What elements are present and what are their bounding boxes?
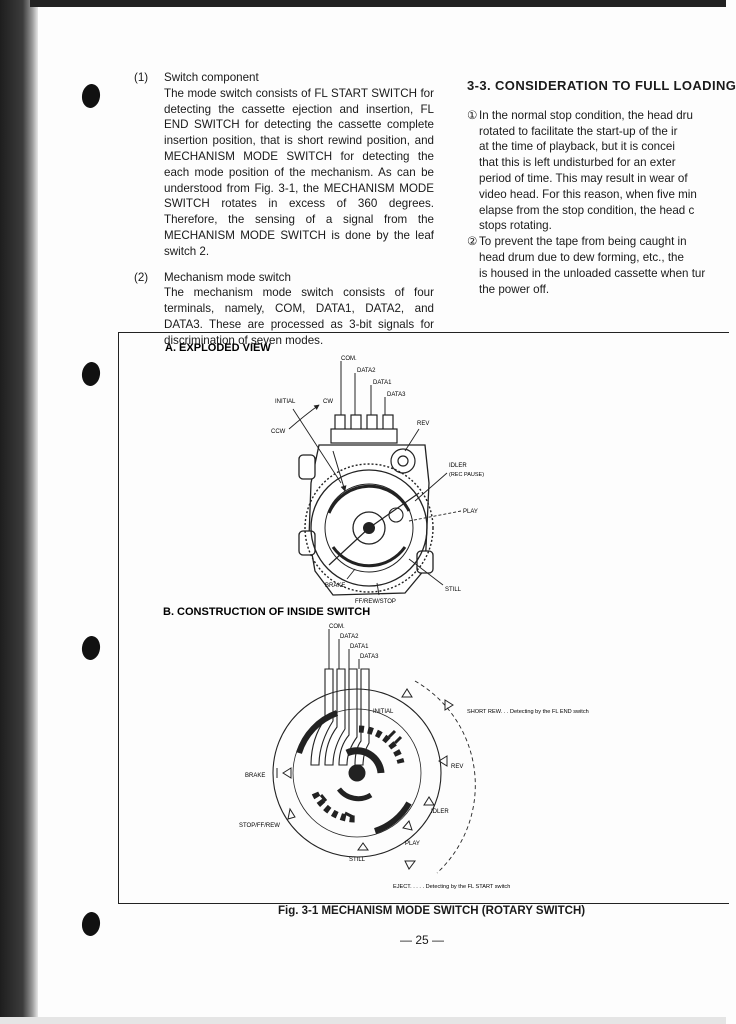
numbered-paragraph: ① In the normal stop condition, the head… [467,108,726,234]
paragraph-line: is housed in the unloaded cassette when … [479,266,706,280]
figure-caption: Fig. 3-1 MECHANISM MODE SWITCH (ROTARY S… [278,905,586,917]
label-com: COM. [341,356,357,362]
paragraph-line: In the normal stop condition, the head d… [479,108,693,122]
construction-title: B. CONSTRUCTION OF INSIDE SWITCH [163,606,370,618]
leaf-contacts [310,668,370,766]
right-text-column: 3-3. CONSIDERATION TO FULL LOADING ① In … [467,78,736,297]
scan-bottom-edge [0,1017,726,1024]
contact-lead-lines [328,629,360,669]
mechanism-mode-switch-item: (2) Mechanism mode switch The mechanism … [134,270,434,349]
terminal-lead-lines [340,361,386,415]
label-idler-b: IDLER [431,809,449,815]
item-text: Switch component The mode switch consist… [164,71,434,258]
item-number: (1) [134,71,149,84]
label-data2-b: DATA2 [340,634,359,640]
scan-top-edge [30,0,726,7]
label-rev: REV [417,421,429,427]
label-data1-b: DATA1 [350,644,369,650]
item-number: (2) [134,270,149,284]
label-brake-b: BRAKE [245,773,265,779]
left-text-column: (1) Switch component The mode switch con… [134,70,434,359]
label-data3-b: DATA3 [360,654,379,660]
figure-drawing: A. EXPLODED VIEW COM. DATA2 DATA1 DATA3 [163,342,589,890]
contact-pattern [272,688,442,858]
paragraph-line: at the time of playback, but it is conce… [479,140,675,154]
binder-hole [80,82,102,110]
label-data2: DATA2 [357,368,376,374]
binder-hole [80,910,102,938]
mode-markers [276,688,454,851]
rotary-gear [304,463,434,593]
label-com-b: COM. [329,624,345,630]
label-idler: IDLER [449,463,467,469]
label-rev-b: REV [451,764,463,770]
paragraph-line: elapse from the stop condition, the head… [479,203,695,217]
label-stop-ff-rew: STOP/FF/REW [239,823,280,829]
label-ccw: CCW [271,429,286,435]
paragraph-line: the power off. [479,282,550,296]
paragraph-marker: ② [467,235,478,249]
label-rec-pause: (REC PAUSE) [449,472,484,478]
binder-hole [80,634,102,662]
page-number: — 25 — [400,933,445,947]
paragraph-line: rotated to facilitate the start-up of th… [479,124,678,138]
figure-frame: A. EXPLODED VIEW COM. DATA2 DATA1 DATA3 [118,332,729,904]
eject-marker [404,860,416,870]
item-text: Mechanism mode switch The mechanism mode… [164,270,434,347]
paragraph-line: stops rotating. [479,219,552,233]
label-still-b: STILL [349,857,366,863]
paragraph-line: head drum due to dew forming, etc., the [479,250,684,264]
binder-hole [80,360,102,388]
terminal-pins [330,414,398,444]
numbered-paragraph: ② To prevent the tape from being caught … [467,234,726,297]
exploded-view-title: A. EXPLODED VIEW [165,342,271,354]
paragraph-line: that this is left undisturbed for an ext… [479,156,676,170]
label-initial-b: INITIAL [373,709,394,715]
label-brake: BRAKE [325,583,345,589]
label-initial: INITIAL [275,399,296,405]
paragraph-line: video head. For this reason, when five m… [479,187,697,201]
label-data3: DATA3 [387,392,406,398]
section-heading: 3-3. CONSIDERATION TO FULL LOADING [467,78,736,93]
label-eject: EJECT. . . . . Detecting by the FL START… [393,884,510,890]
paragraph-line: period of time. This may result in wear … [479,171,688,185]
label-still: STILL [445,587,462,593]
label-ff-rew-stop: FF/REW/STOP [355,599,396,605]
switch-component-item: (1) Switch component The mode switch con… [134,70,434,260]
binding-spine [0,0,38,1024]
label-data1: DATA1 [373,380,392,386]
paragraph-line: To prevent the tape from being caught in [479,235,687,249]
switch-housing [298,444,434,596]
paragraph-marker: ① [467,108,478,122]
label-play-b: PLAY [405,841,420,847]
label-play: PLAY [463,509,478,515]
rotation-arc [414,680,476,874]
label-cw: CW [323,399,333,405]
label-short-rew: SHORT REW. . . Detecting by the FL END s… [467,709,589,715]
